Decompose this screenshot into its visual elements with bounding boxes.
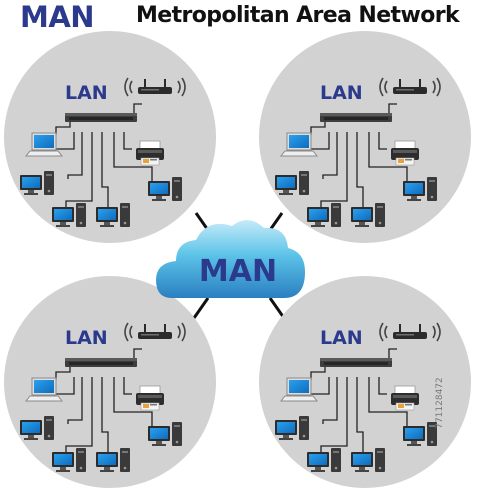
network-switch-icon — [65, 113, 137, 122]
hub-link-bottom-left — [192, 297, 210, 319]
lan-cables — [305, 348, 408, 452]
lan-cables — [305, 103, 408, 207]
lan-label: LAN — [320, 327, 363, 349]
man-hub-label: MAN — [199, 254, 277, 289]
cloud-icon — [156, 219, 305, 298]
network-switch-icon — [65, 358, 137, 367]
lan-cables — [50, 103, 153, 207]
lan-label: LAN — [65, 82, 108, 104]
diagram-title-acronym: MAN — [20, 0, 95, 34]
lan-node-top-left: LAN — [4, 31, 216, 243]
lan-node-top-right: LAN — [259, 31, 471, 243]
lan-cables — [50, 348, 153, 452]
lan-node-bottom-right: LAN — [259, 276, 471, 488]
image-id-watermark: 771128472 — [435, 360, 466, 450]
man-cloud-hub: MAN — [156, 219, 305, 298]
network-switch-icon — [320, 113, 392, 122]
network-switch-icon — [320, 358, 392, 367]
hub-link-bottom-right — [268, 297, 286, 319]
image-id-text: 771128472 — [434, 377, 445, 429]
lan-label: LAN — [65, 327, 108, 349]
lan-label: LAN — [320, 82, 363, 104]
lan-node-bottom-left: LAN — [4, 276, 216, 488]
diagram-title: Metropolitan Area Network — [136, 3, 460, 28]
